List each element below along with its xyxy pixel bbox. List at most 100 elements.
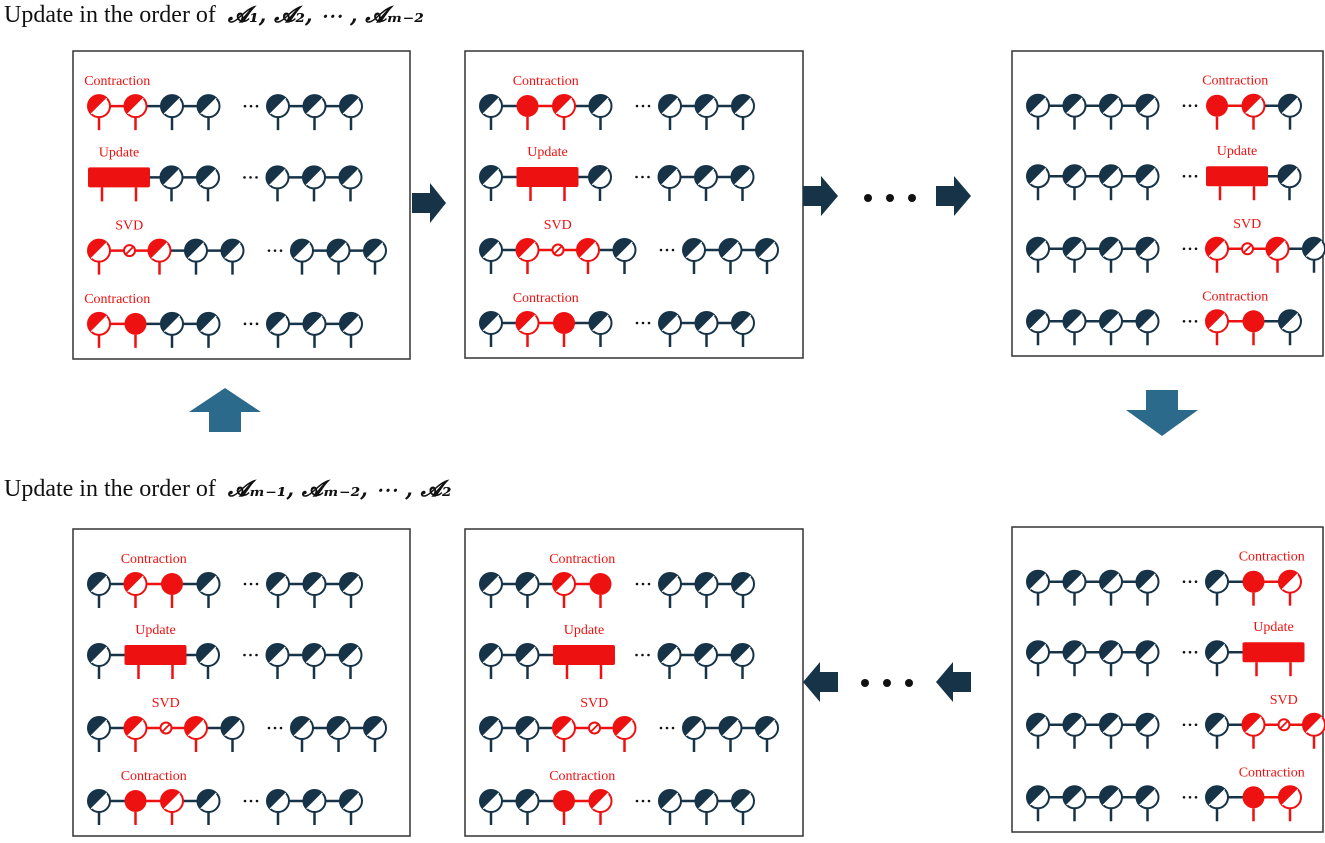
tensor-node bbox=[196, 311, 221, 348]
row-svd: SVD bbox=[1026, 217, 1325, 273]
tensor-node bbox=[588, 94, 613, 130]
step-label: Update bbox=[135, 623, 175, 638]
step-label: SVD bbox=[1233, 217, 1261, 232]
tensor-node bbox=[694, 94, 719, 130]
row-update: Update bbox=[479, 145, 755, 201]
tensor-node bbox=[682, 238, 706, 274]
tensor-node bbox=[1062, 93, 1087, 130]
tensor-node bbox=[1302, 712, 1325, 749]
tensor-node bbox=[552, 716, 576, 752]
row-contraction: Contraction bbox=[1026, 550, 1305, 606]
tensor-node bbox=[1278, 569, 1302, 606]
row-contraction: Contraction bbox=[479, 291, 755, 347]
tensor-node bbox=[588, 311, 613, 347]
top-caption-text: Update in the order of bbox=[4, 2, 216, 28]
tensor-node bbox=[552, 94, 576, 130]
tensor-node bbox=[196, 572, 221, 608]
tensor-node bbox=[339, 572, 363, 608]
ellipsis-top bbox=[864, 194, 916, 202]
tensor-node bbox=[682, 716, 706, 752]
tensor-node bbox=[1026, 164, 1050, 201]
tensor-node bbox=[694, 572, 719, 608]
tensor-node bbox=[1026, 640, 1050, 677]
row-update: Update bbox=[1026, 144, 1302, 201]
ellipsis-glyph bbox=[243, 322, 259, 326]
tensor-node bbox=[265, 165, 290, 202]
step-label: Contraction bbox=[549, 552, 615, 567]
step-label: SVD bbox=[580, 696, 608, 711]
ellipsis-glyph bbox=[635, 175, 650, 179]
bottom-caption-text: Update in the order of bbox=[4, 476, 216, 502]
ellipsis-glyph bbox=[659, 726, 675, 730]
merged-tensor-block bbox=[88, 167, 150, 202]
tensor-node bbox=[302, 643, 326, 679]
tensor-node bbox=[339, 94, 363, 131]
panel-frame bbox=[1011, 50, 1324, 357]
merged-tensor-block bbox=[553, 645, 615, 679]
tensor-node bbox=[290, 716, 314, 752]
tensor-node bbox=[87, 238, 111, 275]
tensor-node bbox=[479, 789, 503, 825]
tensor-node bbox=[1062, 785, 1087, 822]
row-svd: SVD bbox=[87, 696, 387, 752]
row-contraction: Contraction bbox=[87, 769, 363, 825]
tensor-node bbox=[1062, 640, 1087, 677]
tensor-node bbox=[147, 238, 172, 275]
ellipsis-glyph bbox=[1182, 723, 1198, 727]
tensor-node bbox=[266, 789, 290, 825]
svd-singular-value-node bbox=[123, 244, 136, 258]
step-label: Contraction bbox=[1239, 765, 1305, 780]
tensor-node bbox=[1062, 236, 1087, 273]
tensor-node bbox=[159, 165, 184, 202]
ellipsis-glyph bbox=[1182, 247, 1198, 251]
ellipsis-glyph bbox=[1182, 319, 1198, 323]
row-update: Update bbox=[88, 145, 363, 202]
merged-tensor-block bbox=[1206, 166, 1268, 201]
row-update: Update bbox=[87, 623, 363, 679]
tensor-node bbox=[87, 311, 111, 348]
step-label: Contraction bbox=[513, 291, 579, 306]
tensor-node bbox=[479, 572, 503, 608]
ellipsis-glyph bbox=[267, 726, 283, 730]
tensor-node bbox=[1062, 569, 1087, 606]
tensor-node bbox=[515, 643, 540, 679]
merged-tensor-block bbox=[1242, 642, 1305, 677]
tensor-node bbox=[694, 165, 718, 201]
svd-singular-value-node bbox=[551, 243, 565, 257]
tensor-node bbox=[160, 789, 184, 825]
tensor-node bbox=[479, 311, 503, 347]
ellipsis-glyph bbox=[635, 104, 651, 108]
tensor-node bbox=[326, 716, 351, 752]
tensor-node bbox=[87, 643, 111, 679]
tensor-node bbox=[160, 94, 184, 131]
tensor-node bbox=[338, 165, 363, 202]
row-contraction: Contraction bbox=[479, 552, 755, 608]
tensor-node bbox=[87, 572, 111, 608]
bottom-caption-math: 𝓐ₘ₋₁, 𝓐ₘ₋₂, ⋯ , 𝓐₂ bbox=[227, 476, 452, 502]
step-label: SVD bbox=[152, 696, 180, 711]
ellipsis-glyph bbox=[243, 582, 259, 586]
tensor-node bbox=[1026, 93, 1050, 130]
tensor-node bbox=[553, 312, 575, 347]
tensor-node bbox=[657, 165, 682, 201]
tensor-node bbox=[1278, 93, 1302, 130]
row-svd: SVD bbox=[1026, 693, 1325, 749]
row-svd: SVD bbox=[87, 219, 387, 275]
flow-arrow-up bbox=[189, 388, 261, 432]
row-contraction: Contraction bbox=[1026, 289, 1302, 346]
ellipsis-glyph bbox=[659, 248, 675, 252]
tensor-node bbox=[479, 643, 503, 679]
tensor-node bbox=[196, 789, 221, 825]
ellipsis-glyph bbox=[635, 653, 650, 657]
tensor-node bbox=[1135, 309, 1160, 346]
tensor-node bbox=[302, 165, 326, 202]
tensor-node bbox=[515, 238, 540, 274]
step-label: SVD bbox=[115, 219, 143, 234]
tensor-node bbox=[588, 165, 612, 201]
tensor-node bbox=[1205, 236, 1229, 273]
tensor-node bbox=[196, 94, 221, 131]
tensor-node bbox=[755, 716, 779, 752]
